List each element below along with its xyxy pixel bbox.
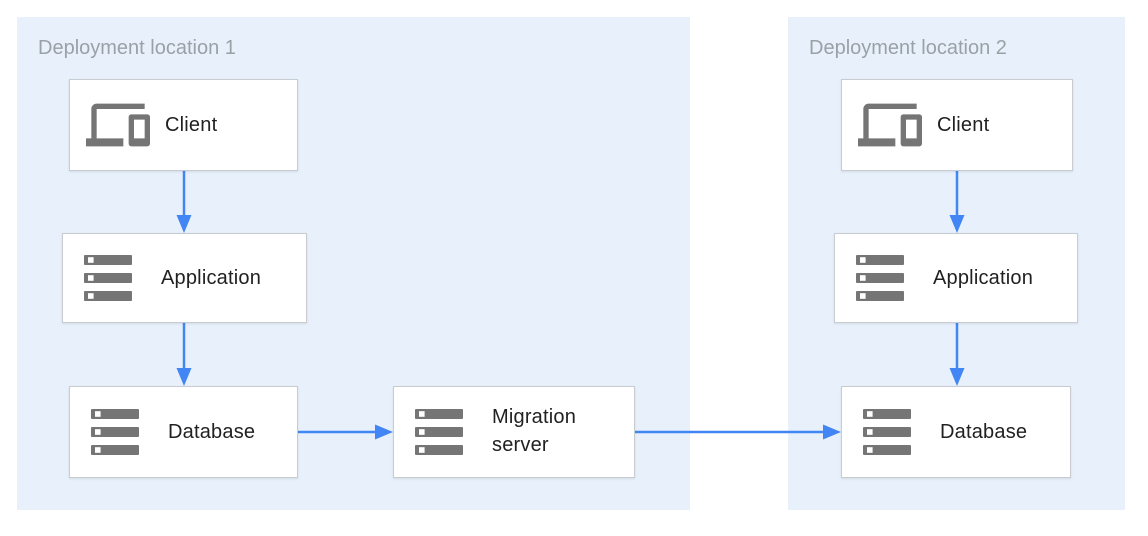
deployment-location-2-title: Deployment location 2 — [809, 37, 1007, 59]
server-icon — [91, 409, 139, 455]
deployment-location-1-title: Deployment location 1 — [38, 37, 236, 59]
devices-icon — [86, 93, 150, 157]
migration-server-node: Migration server — [393, 386, 635, 478]
devices-icon — [858, 93, 922, 157]
server-icon — [415, 409, 463, 455]
application-node-2: Application — [834, 233, 1078, 323]
client-node-1: Client — [69, 79, 298, 171]
node-label: Application — [161, 266, 262, 289]
node-label: Database — [940, 420, 1028, 443]
server-icon — [84, 255, 132, 301]
database-node-2: Database — [841, 386, 1071, 478]
node-label: Migration server — [492, 406, 577, 456]
node-label: Database — [168, 420, 256, 443]
database-node-1: Database — [69, 386, 298, 478]
server-icon — [856, 255, 904, 301]
server-icon — [863, 409, 911, 455]
application-node-1: Application — [62, 233, 307, 323]
node-label: Client — [937, 113, 990, 136]
node-label: Application — [933, 266, 1034, 289]
node-label: Client — [165, 113, 218, 136]
client-node-2: Client — [841, 79, 1073, 171]
